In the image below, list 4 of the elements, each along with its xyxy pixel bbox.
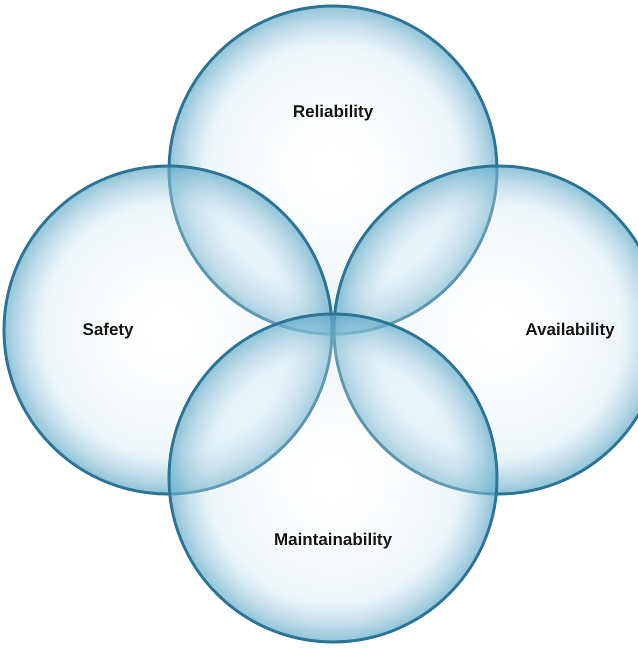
circle-label: Maintainability [274, 530, 392, 550]
circle-label: Reliability [292, 102, 374, 122]
circle-label: Safety [82, 320, 134, 340]
circle-label: Availability [525, 320, 615, 340]
